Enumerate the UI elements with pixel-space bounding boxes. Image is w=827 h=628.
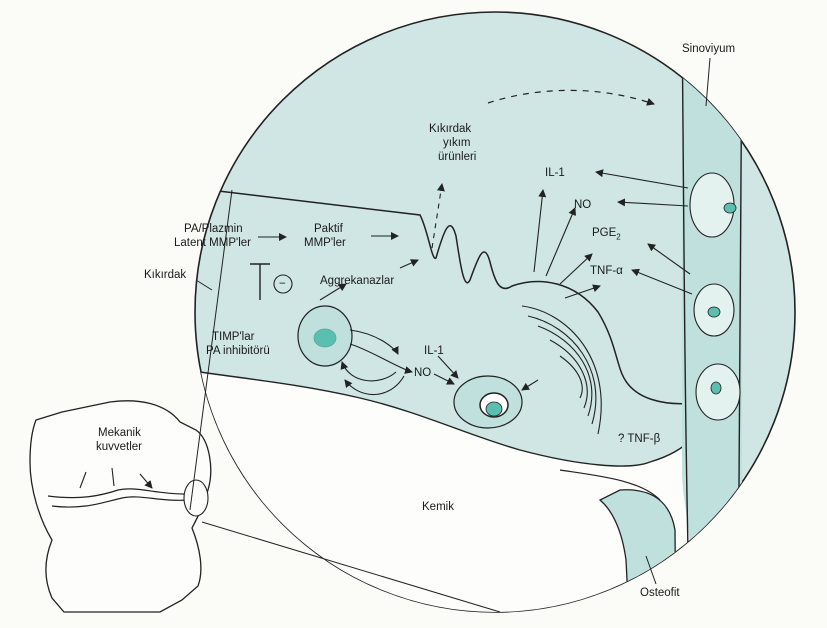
label-sinoviyum: Sinoviyum [682,42,735,56]
label-il1-top: IL-1 [545,166,565,180]
label-no-mid: NO [414,366,431,380]
label-yikim-2: yıkım [443,136,470,150]
label-yikim-3: ürünleri [438,150,476,164]
label-latent-mmp: Latent MMP'ler [174,236,251,250]
label-no-top: NO [574,198,591,212]
label-mekanik: Mekanik [98,426,141,440]
label-pa-plazmin: PA/Plazmin [184,222,243,236]
label-pa-inhib: PA inhibitörü [206,344,270,358]
label-tnf-beta: ? TNF-β [618,432,660,446]
label-timp: TIMP'lar [212,330,254,344]
label-inhibit-symbol: − [279,277,286,291]
label-kemik: Kemik [422,500,454,514]
label-pge: PGE [592,227,616,239]
label-kuvvetler: kuvvetler [96,440,142,454]
label-pge-sub: 2 [616,232,620,241]
label-tnf-alpha: TNF-α [590,264,623,278]
label-paktif: Paktif [314,222,343,236]
label-il1-mid: IL-1 [424,344,444,358]
label-yikim-1: Kıkırdak [429,122,471,136]
label-osteofit: Osteofit [640,586,680,600]
label-mmp: MMP'ler [304,236,346,250]
label-pge2: PGE2 [592,226,621,244]
label-aggrekanazlar: Aggrekanazlar [320,274,394,288]
label-kikirdak: Kıkırdak [144,268,186,282]
